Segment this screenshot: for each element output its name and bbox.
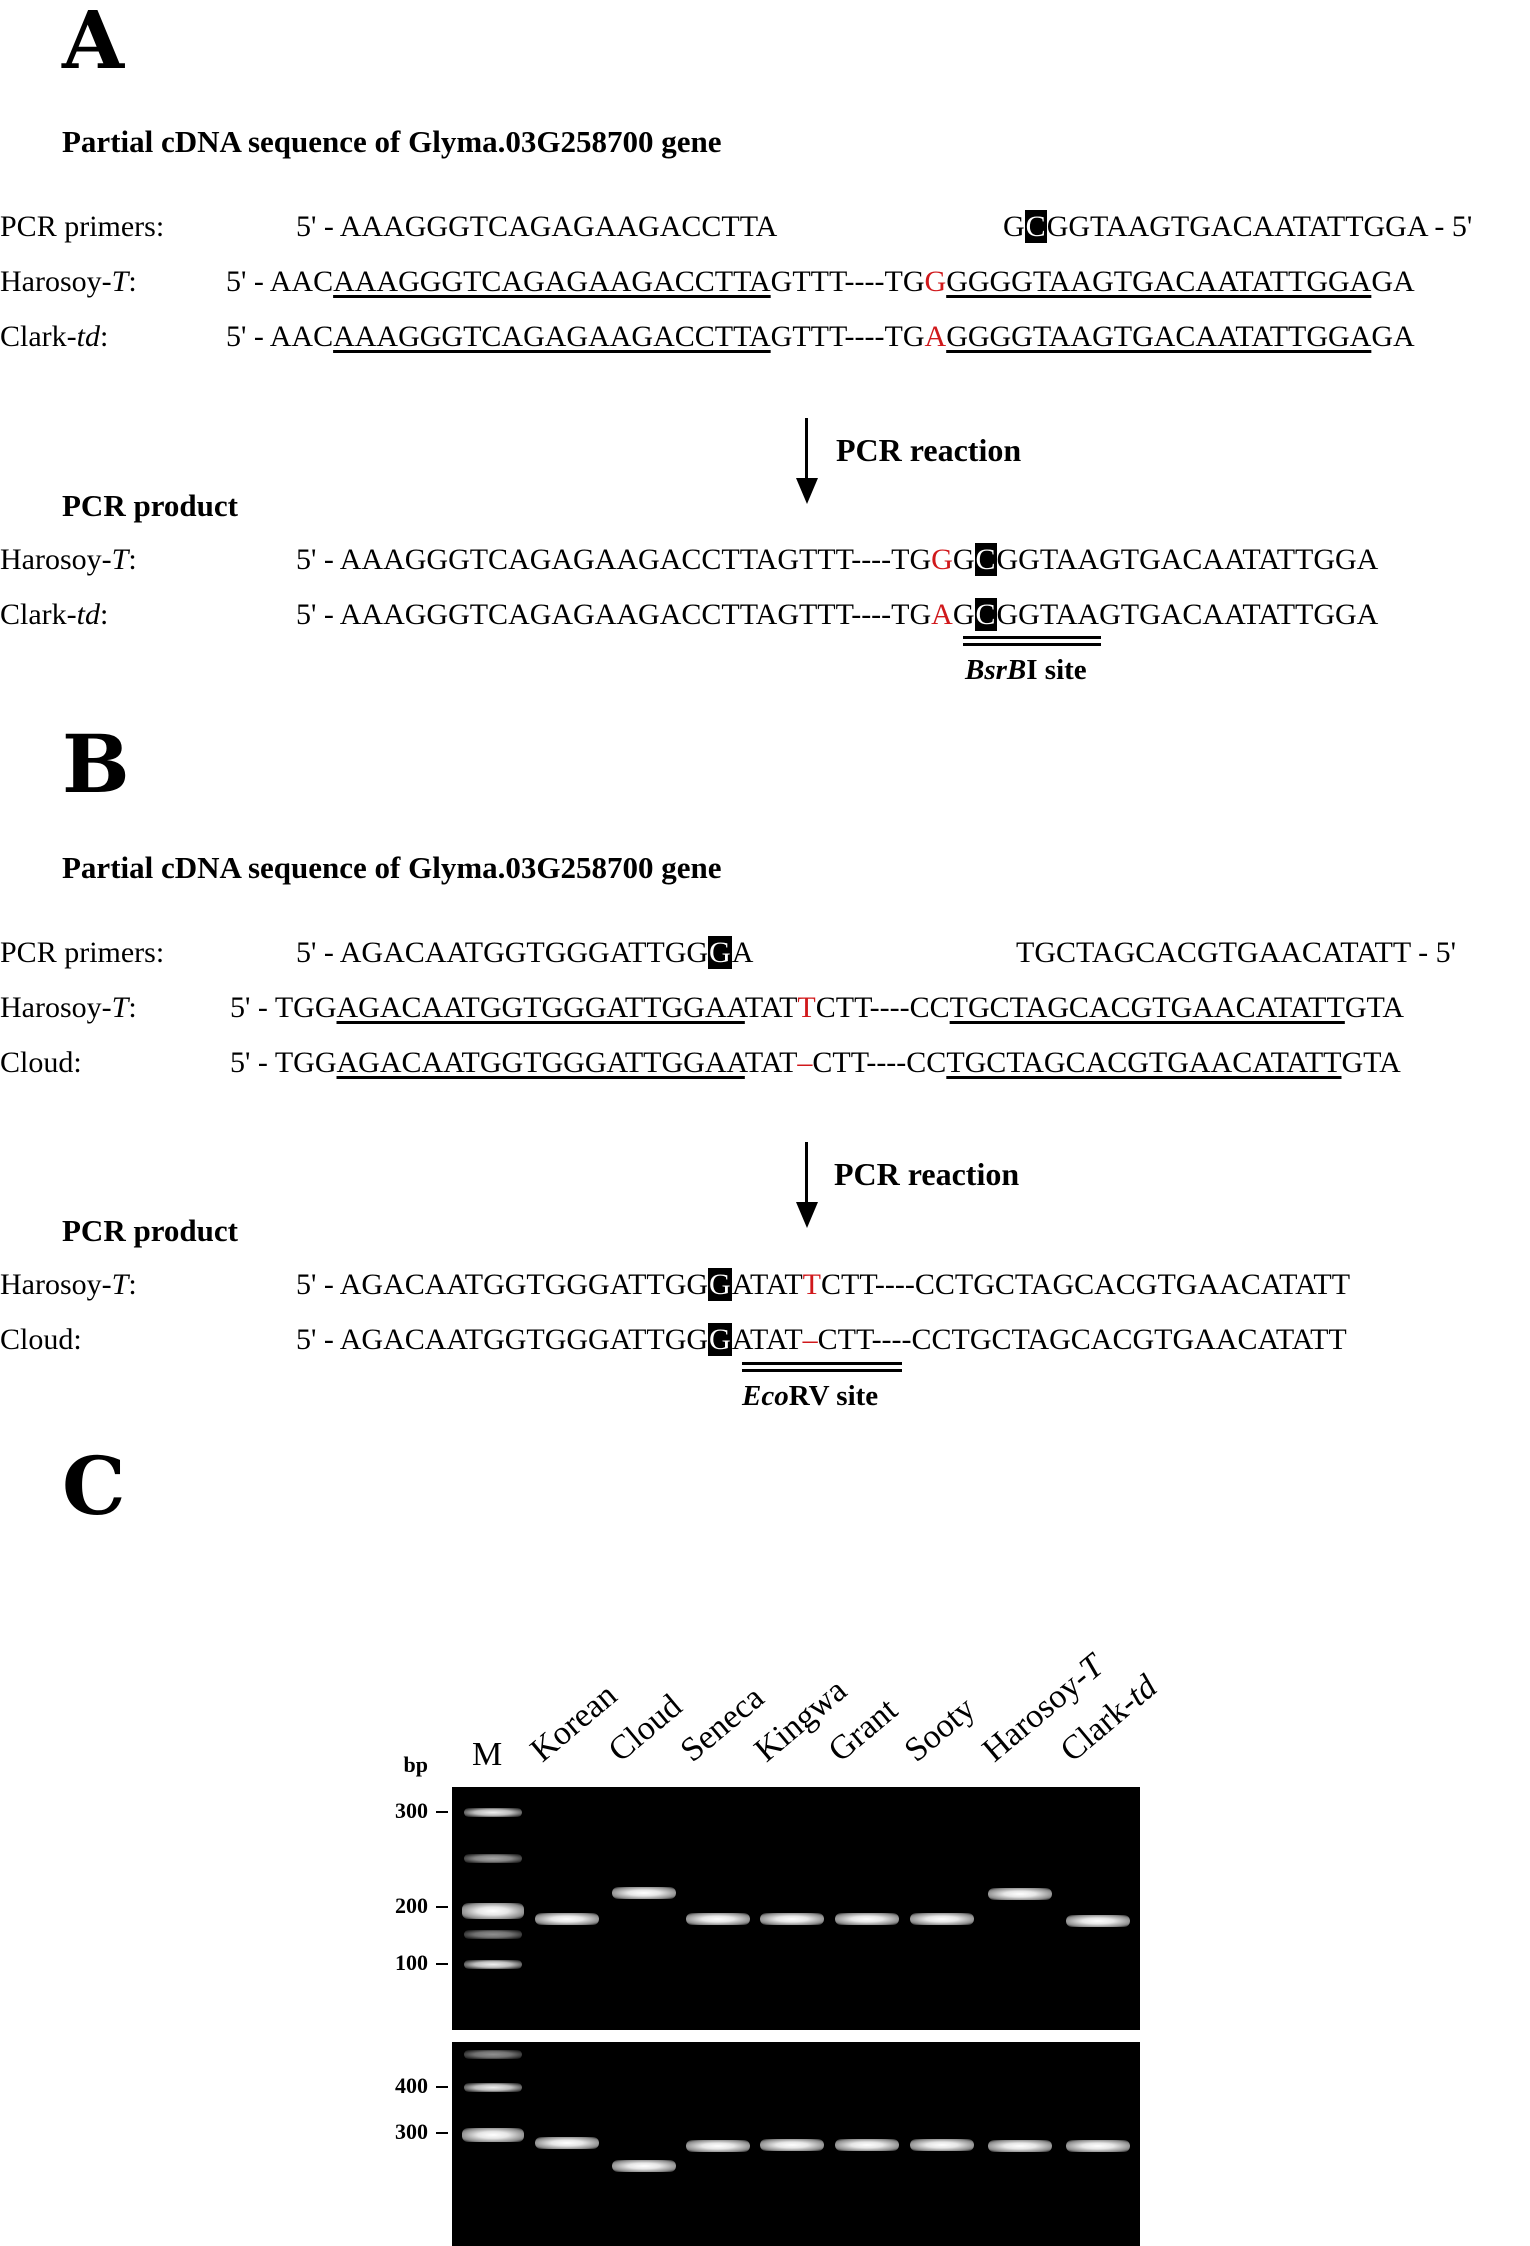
a-primer-mismatch: C (1024, 210, 1047, 243)
b-prod1-sequence: 5' - AGACAATGGTGGGATTGGGATATTCTT----CCTG… (296, 1268, 1351, 1301)
b-prod1-snp: T (802, 1268, 821, 1301)
gel-bottom-band-sooty (910, 2139, 974, 2151)
marker-lane-label: M (472, 1736, 503, 1773)
panel-c-letter: C (62, 1439, 126, 1533)
b-row2-label: Cloud: (0, 1046, 82, 1079)
a-primers-label: PCR primers: (0, 210, 165, 243)
gel-top-tickmark-100 (436, 1963, 448, 1965)
a-prod1-mismatch: C (974, 543, 997, 576)
a-prod1-sequence: 5' - AAAGGGTCAGAGAAGACCTTAGTTT----TGGGCG… (296, 543, 1379, 576)
gel-top-band-seneca (686, 1913, 750, 1925)
b-primers-label: PCR primers: (0, 936, 165, 969)
b-primer-forward: 5' - AGACAATGGTGGGATTGGGA (296, 936, 754, 969)
b-prod2-snp: – (802, 1323, 818, 1356)
a-primer-reverse: GCGGTAAGTGACAATATTGGA - 5' (1003, 210, 1473, 243)
a-prod1-label: Harosoy-T: (0, 543, 137, 576)
a-row2-sequence: 5' - AACAAAGGGTCAGAGAAGACCTTAGTTT----TGA… (226, 320, 1415, 353)
gel-top-band-kingwa (760, 1913, 824, 1925)
gel-bottom-band-seneca (686, 2140, 750, 2152)
b-prod2-mismatch: G (708, 1323, 732, 1356)
gel-bottom-band-kingwa (760, 2139, 824, 2151)
bp-unit-label: bp (403, 1752, 428, 1777)
gel-top-tick-100: 100 (395, 1950, 428, 1975)
a-prod2-mismatch: C (974, 598, 997, 631)
lane-label-seneca: Seneca (673, 1679, 772, 1770)
gel-bottom-marker-500 (464, 2050, 522, 2059)
gel-top-band-clark (1066, 1915, 1130, 1927)
gel-top-tick-300: 300 (395, 1798, 428, 1823)
gel-top-band-sooty (910, 1913, 974, 1925)
b-prod2-sequence: 5' - AGACAATGGTGGGATTGGGATAT–CTT----CCTG… (296, 1323, 1347, 1356)
b-ecorv-site-underline (742, 1362, 902, 1372)
panel-a-letter: A (62, 0, 125, 87)
b-row1-sequence: 5' - TGGAGACAATGGTGGGATTGGAATATTCTT----C… (230, 991, 1405, 1024)
b-row1-snp: T (797, 991, 816, 1024)
a-reaction-arrow-head (796, 478, 818, 504)
a-product-heading: PCR product (62, 488, 238, 523)
gel-top-marker-100 (464, 1960, 522, 1969)
a-row1-label: Harosoy-T: (0, 265, 137, 298)
gel-bottom-tick-400: 400 (395, 2073, 428, 2098)
gel-top-marker-300 (464, 1808, 522, 1817)
a-row1-snp: G (924, 265, 947, 298)
a-prod2-label: Clark-td: (0, 598, 109, 631)
gel-top-marker-150 (464, 1930, 522, 1939)
gel-bottom-marker-300 (462, 2128, 524, 2142)
a-prod2-sequence: 5' - AAAGGGTCAGAGAAGACCTTAGTTT----TGAGCG… (296, 598, 1379, 631)
a-bsrbi-site-label: BsrBI site (965, 654, 1087, 686)
b-reaction-arrow-shaft (805, 1142, 808, 1208)
b-ecorv-site-label: EcoRV site (742, 1380, 879, 1412)
b-row2-snp: – (797, 1046, 813, 1079)
b-prod1-label: Harosoy-T: (0, 1268, 137, 1301)
gel-top-band-harosoy (988, 1888, 1052, 1900)
gel-top-tickmark-300 (436, 1811, 448, 1813)
b-product-heading: PCR product (62, 1213, 238, 1248)
lane-label-sooty: Sooty (897, 1689, 983, 1770)
gel-top-band-korean (535, 1913, 599, 1925)
gel-bottom-band-korean (535, 2137, 599, 2149)
b-primer-reverse: TGCTAGCACGTGAACATATT - 5' (1016, 936, 1457, 969)
a-reaction-arrow-shaft (805, 418, 808, 484)
a-row2-snp: A (924, 320, 947, 353)
gel-top-tickmark-200 (436, 1906, 448, 1908)
gel-bottom-band-cloud (612, 2160, 676, 2172)
gel-bottom-band-grant (835, 2139, 899, 2151)
lane-label-korean: Korean (523, 1676, 625, 1770)
gel-bottom-band-harosoy (988, 2140, 1052, 2152)
gel-bottom-tickmark-400 (436, 2086, 448, 2088)
a-bsrbi-site-underline (963, 636, 1101, 646)
b-primer-mismatch: G (708, 936, 732, 969)
gel-bottom-band-clark (1066, 2140, 1130, 2152)
panel-b-heading: Partial cDNA sequence of Glyma.03G258700… (62, 850, 722, 885)
gel-bottom-tick-300: 300 (395, 2119, 428, 2144)
gel-bottom-tickmark-300 (436, 2132, 448, 2134)
panel-a-heading: Partial cDNA sequence of Glyma.03G258700… (62, 124, 722, 159)
gel-top-marker-250 (464, 1854, 522, 1863)
b-prod1-mismatch: G (708, 1268, 732, 1301)
panel-b-letter: B (62, 717, 130, 811)
gel-top-band-grant (835, 1913, 899, 1925)
gel-top-band-cloud (612, 1887, 676, 1899)
b-reaction-arrow-head (796, 1202, 818, 1228)
a-row1-sequence: 5' - AACAAAGGGTCAGAGAAGACCTTAGTTT----TGG… (226, 265, 1415, 298)
gel-top (452, 1787, 1140, 2030)
a-prod2-snp: A (931, 598, 953, 631)
b-row1-label: Harosoy-T: (0, 991, 137, 1024)
a-row2-label: Clark-td: (0, 320, 109, 353)
a-primer-forward: 5' - AAAGGGTCAGAGAAGACCTTA (296, 210, 778, 243)
gel-top-tick-200: 200 (395, 1893, 428, 1918)
gel-bottom-marker-400 (464, 2083, 522, 2092)
b-prod2-label: Cloud: (0, 1323, 82, 1356)
a-reaction-label: PCR reaction (836, 432, 1022, 468)
b-row2-sequence: 5' - TGGAGACAATGGTGGGATTGGAATAT–CTT----C… (230, 1046, 1401, 1079)
gel-top-marker-200 (462, 1903, 524, 1919)
b-reaction-label: PCR reaction (834, 1156, 1020, 1192)
a-prod1-snp: G (931, 543, 953, 576)
